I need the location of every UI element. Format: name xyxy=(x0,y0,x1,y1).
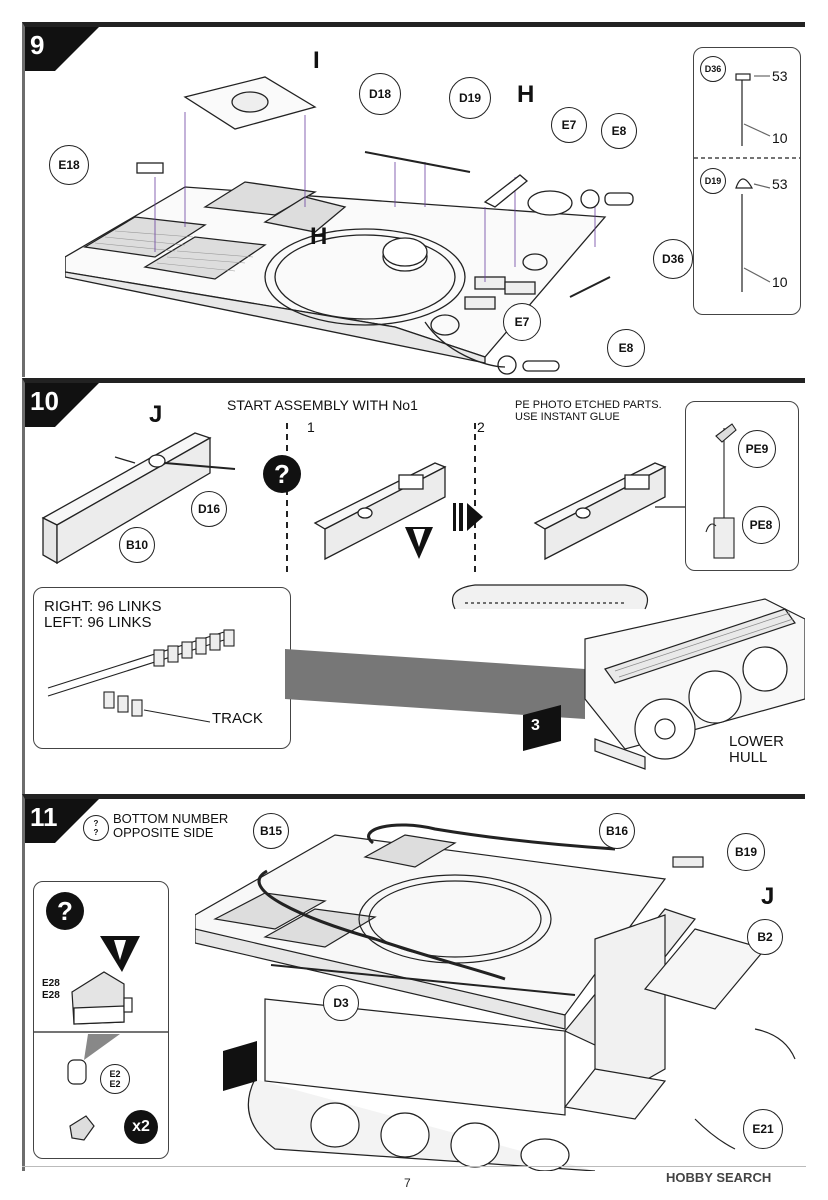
left-links-text: LEFT: 96 LINKS xyxy=(44,614,152,631)
track-hull-drawing xyxy=(285,584,805,770)
lamp-detail-drawing xyxy=(34,936,168,1141)
assembled-hull-drawing xyxy=(195,823,796,1171)
step-number: 10 xyxy=(30,386,59,416)
part-label-E28-a: E28 xyxy=(42,978,60,989)
step-9-panel: 9 xyxy=(22,22,805,377)
rear-plate-drawing xyxy=(41,423,687,573)
part-label-I: I xyxy=(313,47,320,74)
step-number: 9 xyxy=(30,30,45,60)
bottom-number-icon: ?? xyxy=(83,815,109,841)
part-label-E28-b: E28 xyxy=(42,990,60,1001)
quantity-x2-badge: x2 xyxy=(124,1110,158,1144)
pe-detail-box: PE9 PE8 xyxy=(685,401,799,571)
part-bubble-B10: B10 xyxy=(119,527,155,563)
bottom-number-note-1: BOTTOM NUMBER xyxy=(113,811,229,826)
part-bubble-PE9: PE9 xyxy=(738,430,776,468)
part-label-E2-a: E2 xyxy=(109,1069,121,1079)
part-bubble-D18: D18 xyxy=(359,73,401,115)
part-bubble-B16: B16 xyxy=(599,813,635,849)
part-label-J: J xyxy=(149,401,163,428)
step-number: 11 xyxy=(30,802,58,832)
pe-parts-text-2: USE INSTANT GLUE xyxy=(515,411,620,423)
upper-hull-drawing xyxy=(65,76,634,375)
step-number-badge: 10 xyxy=(25,383,99,427)
sub-step-3: 3 xyxy=(531,717,540,734)
part-bubble-E21: E21 xyxy=(743,1109,783,1149)
lamp-detail-box: ? E28 E28 E2 E2 x2 xyxy=(33,881,169,1159)
lower-hull-label-1: LOWER xyxy=(729,733,785,750)
sub-step-1: 1 xyxy=(307,419,315,435)
part-bubble-PE8: PE8 xyxy=(742,506,780,544)
track-label: TRACK xyxy=(212,710,263,727)
caution-icon: ? xyxy=(263,455,301,493)
part-bubble-E8-bottom: E8 xyxy=(607,329,645,367)
part-bubble-B15: B15 xyxy=(253,813,289,849)
antenna-detail-drawing xyxy=(694,73,800,292)
part-bubble-E7-top: E7 xyxy=(551,107,587,143)
lower-hull-label-2: HULL xyxy=(729,749,768,766)
start-assembly-text: START ASSEMBLY WITH No1 xyxy=(227,397,418,413)
sub-step-2: 2 xyxy=(477,419,485,435)
page-number: 7 xyxy=(404,1176,411,1190)
part-label-J: J xyxy=(761,883,775,910)
part-bubble-D16: D16 xyxy=(191,491,227,527)
part-bubble-E7-bottom: E7 xyxy=(503,303,541,341)
right-links-text: RIGHT: 96 LINKS xyxy=(44,598,162,615)
watermark: HOBBY SEARCH xyxy=(666,1170,772,1185)
part-bubble-E18: E18 xyxy=(49,145,89,185)
sub-step-3-badge: 3 xyxy=(523,711,563,747)
detail-d36-bottom: 10 xyxy=(772,130,788,146)
step-number-badge: 11 xyxy=(25,799,99,843)
detail-d36-top: 53 xyxy=(772,68,788,84)
part-bubble-D19: D19 xyxy=(449,77,491,119)
pe-detail-drawing xyxy=(705,423,737,559)
detail-bubble-D19: D19 xyxy=(700,168,726,194)
pe-parts-text-1: PE PHOTO ETCHED PARTS. xyxy=(515,399,662,411)
track-link-drawing xyxy=(47,629,235,723)
part-label-H-top: H xyxy=(517,81,535,108)
part-label-H-hull: H xyxy=(310,223,328,250)
step-11-panel: 11 ?? BOTTOM NUMBER OPPOSITE SIDE ? E28 … xyxy=(22,794,805,1171)
part-bubble-E8-top: E8 xyxy=(601,113,637,149)
part-bubble-D36: D36 xyxy=(653,239,693,279)
detail-d19-bottom: 10 xyxy=(772,274,788,290)
sub-step-3: 3 xyxy=(225,1035,234,1052)
part-bubble-B19: B19 xyxy=(727,833,765,871)
track-links-box: RIGHT: 96 LINKS LEFT: 96 LINKS TRACK xyxy=(33,587,291,749)
part-bubble-B2: B2 xyxy=(747,919,783,955)
part-bubble-E2: E2 E2 xyxy=(100,1064,130,1094)
detail-bubble-D36: D36 xyxy=(700,56,726,82)
caution-icon: ? xyxy=(46,892,84,930)
page-footer-rule xyxy=(22,1166,806,1167)
sub-step-3-badge: 3 xyxy=(217,1029,257,1065)
antenna-detail-box: D36 53 10 D19 53 10 xyxy=(693,47,801,315)
part-label-E2-b: E2 xyxy=(109,1079,121,1089)
step-number-badge: 9 xyxy=(25,27,99,71)
bottom-number-note-2: OPPOSITE SIDE xyxy=(113,825,214,840)
part-bubble-D3: D3 xyxy=(323,985,359,1021)
detail-d19-top: 53 xyxy=(772,176,788,192)
step-10-panel: 10 START ASSEMBLY WITH No1 1 2 PE PHOTO … xyxy=(22,378,805,795)
